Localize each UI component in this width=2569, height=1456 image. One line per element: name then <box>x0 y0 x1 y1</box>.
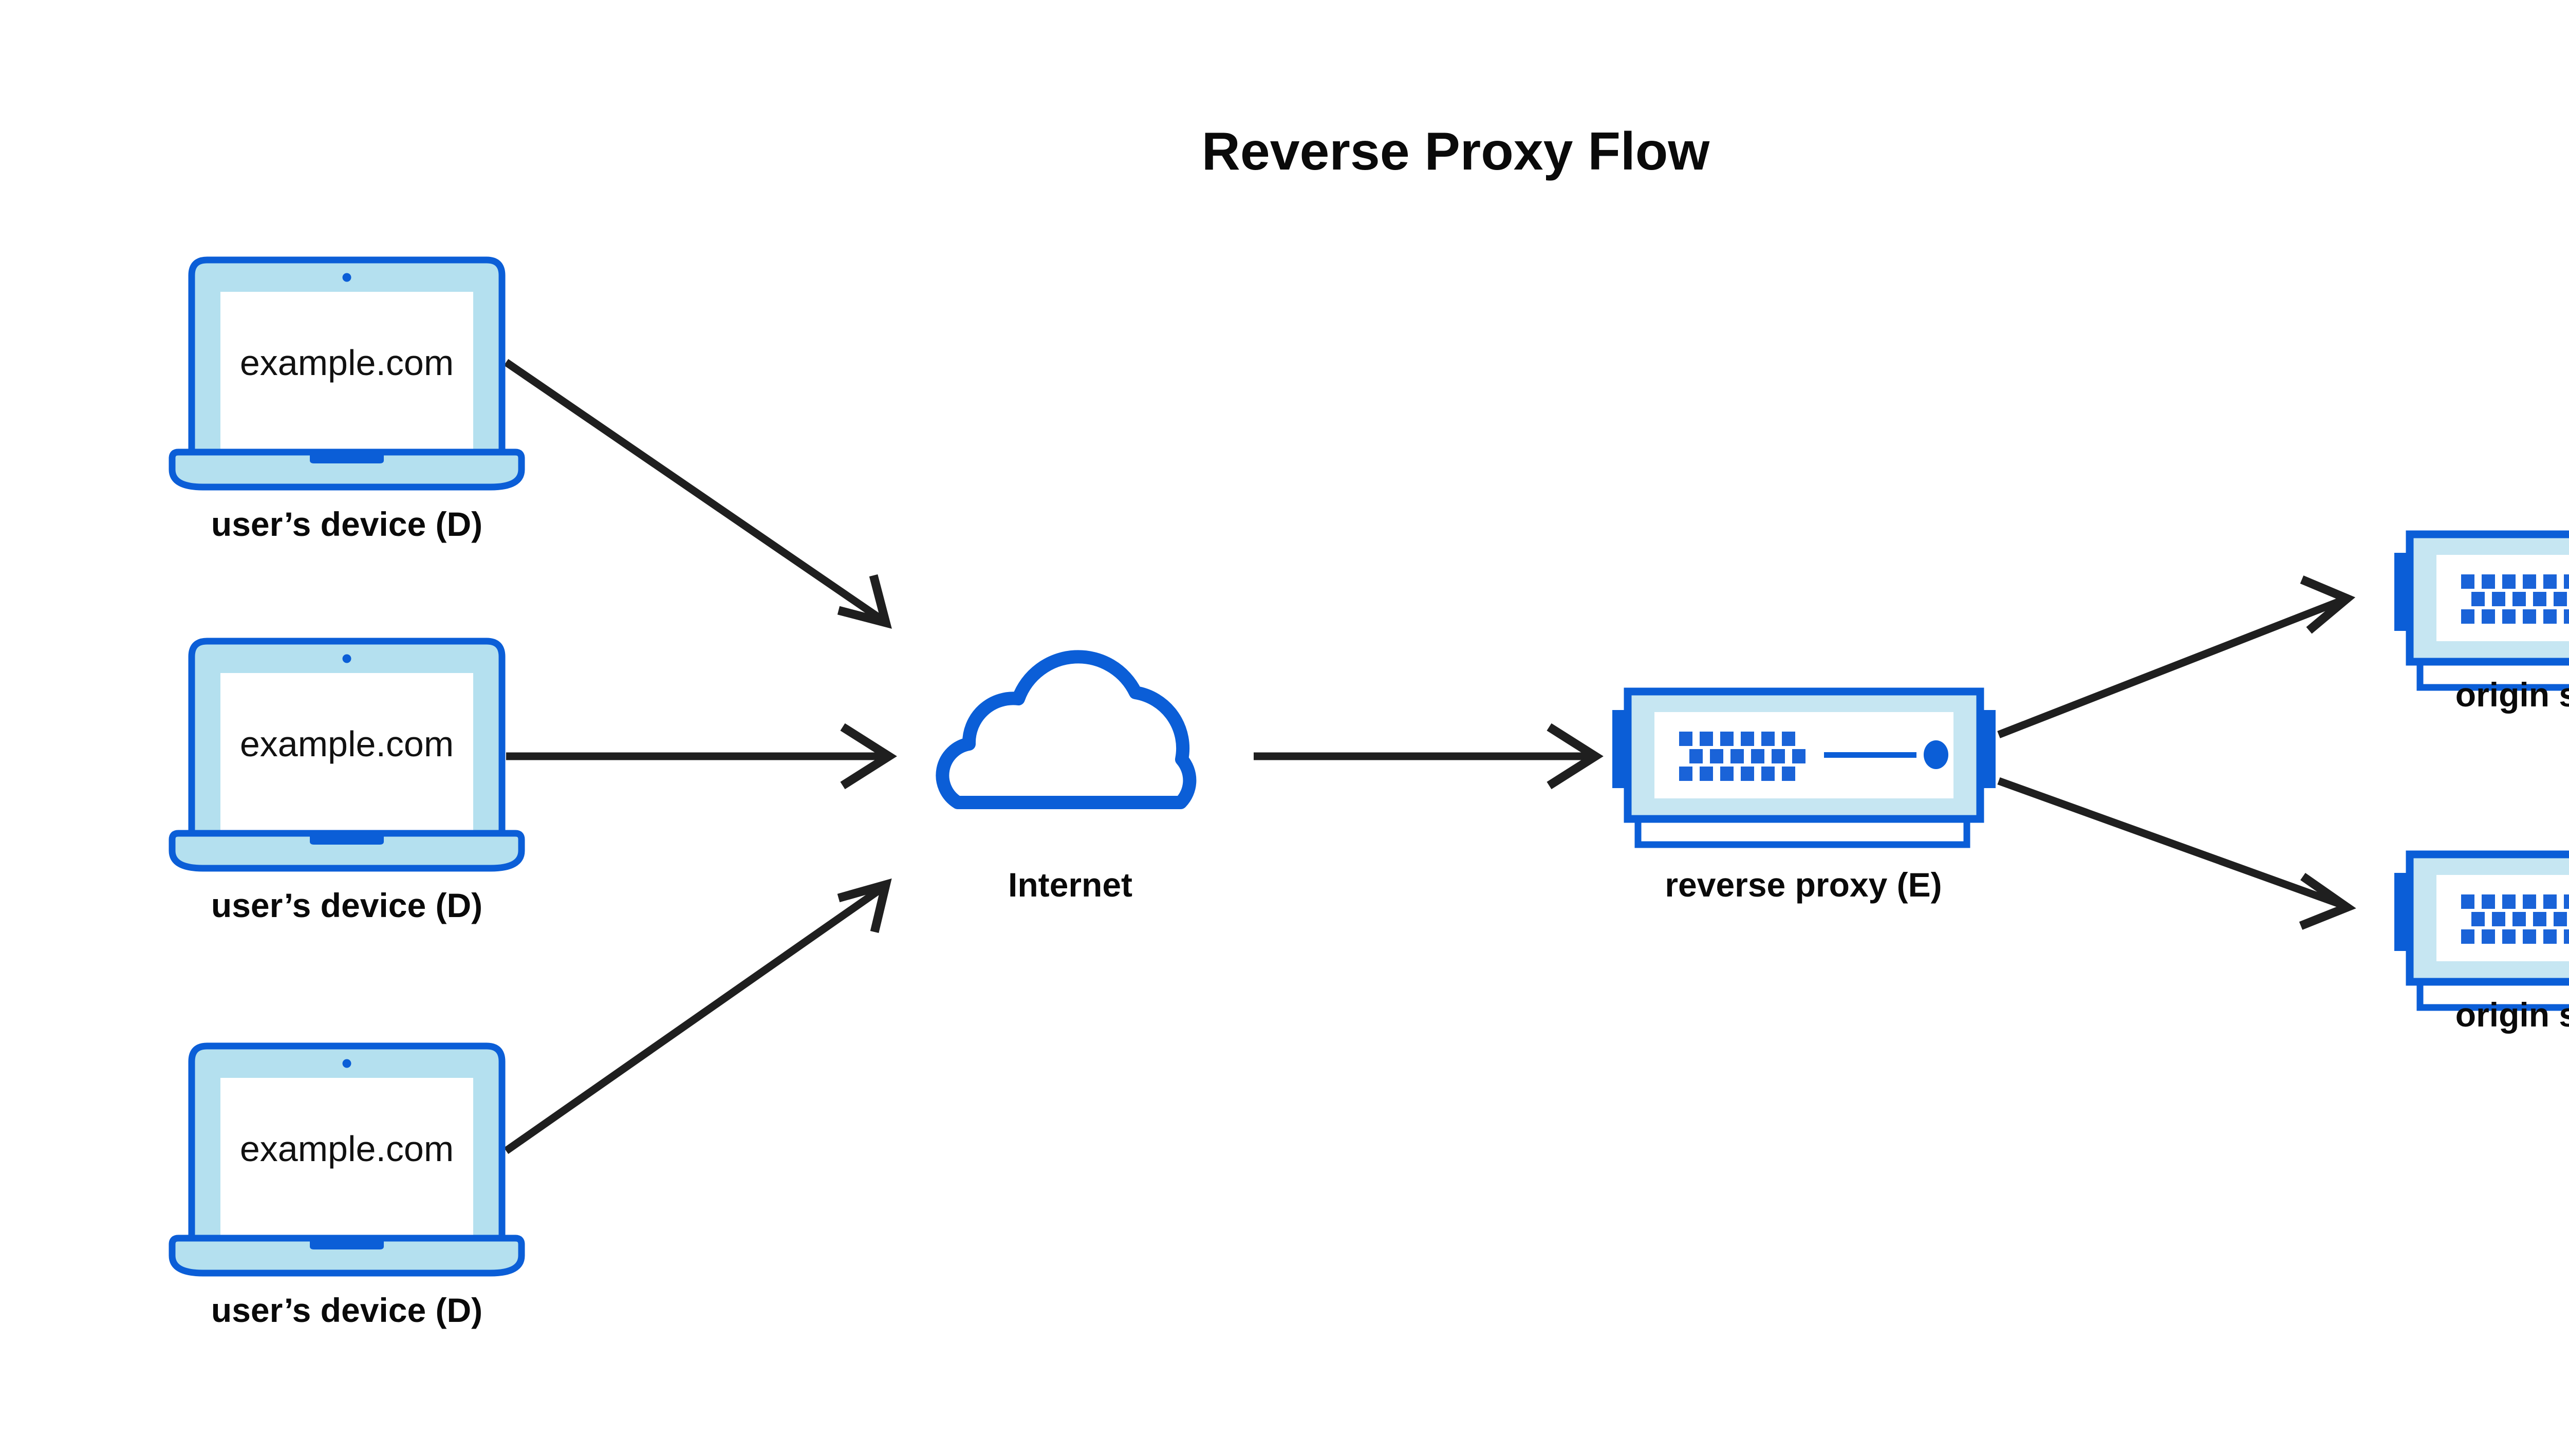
origin-1-label: origin server (F) <box>2455 676 2569 714</box>
node-origin-1[interactable]: origin server (F) <box>2394 534 2569 714</box>
device-2-screen-text: example.com <box>240 724 454 764</box>
device-3-label: user’s device (D) <box>211 1291 482 1329</box>
node-device-3[interactable]: example.com user’s device (D) <box>172 1046 522 1329</box>
origin-2-label: origin server (F) <box>2455 996 2569 1034</box>
arrow-proxy-to-origin2 <box>1997 777 2356 930</box>
server-icon <box>1612 692 1996 845</box>
server-icon <box>2394 854 2569 1007</box>
node-origin-2[interactable]: origin server (F) <box>2394 854 2569 1034</box>
device-3-screen-text: example.com <box>240 1129 454 1169</box>
arrow-device1-to-internet <box>504 359 892 629</box>
node-device-2[interactable]: example.com user’s device (D) <box>172 641 522 924</box>
node-reverse-proxy[interactable]: reverse proxy (E) <box>1612 692 1996 904</box>
device-1-screen-text: example.com <box>240 343 454 383</box>
arrow-device2-to-internet <box>506 723 897 790</box>
node-internet[interactable]: Internet <box>942 657 1189 904</box>
reverse-proxy-label: reverse proxy (E) <box>1665 866 1942 904</box>
cloud-icon <box>942 657 1189 802</box>
arrow-device3-to-internet <box>504 878 892 1154</box>
arrow-proxy-to-origin1 <box>1997 575 2356 738</box>
arrow-internet-to-proxy <box>1254 723 1604 790</box>
page-title: Reverse Proxy Flow <box>1202 122 1710 181</box>
node-device-1[interactable]: example.com user’s device (D) <box>172 260 522 543</box>
internet-label: Internet <box>1008 866 1132 904</box>
device-1-label: user’s device (D) <box>211 505 482 543</box>
edge-group <box>504 359 2356 1154</box>
device-2-label: user’s device (D) <box>211 886 482 924</box>
server-icon <box>2394 534 2569 687</box>
